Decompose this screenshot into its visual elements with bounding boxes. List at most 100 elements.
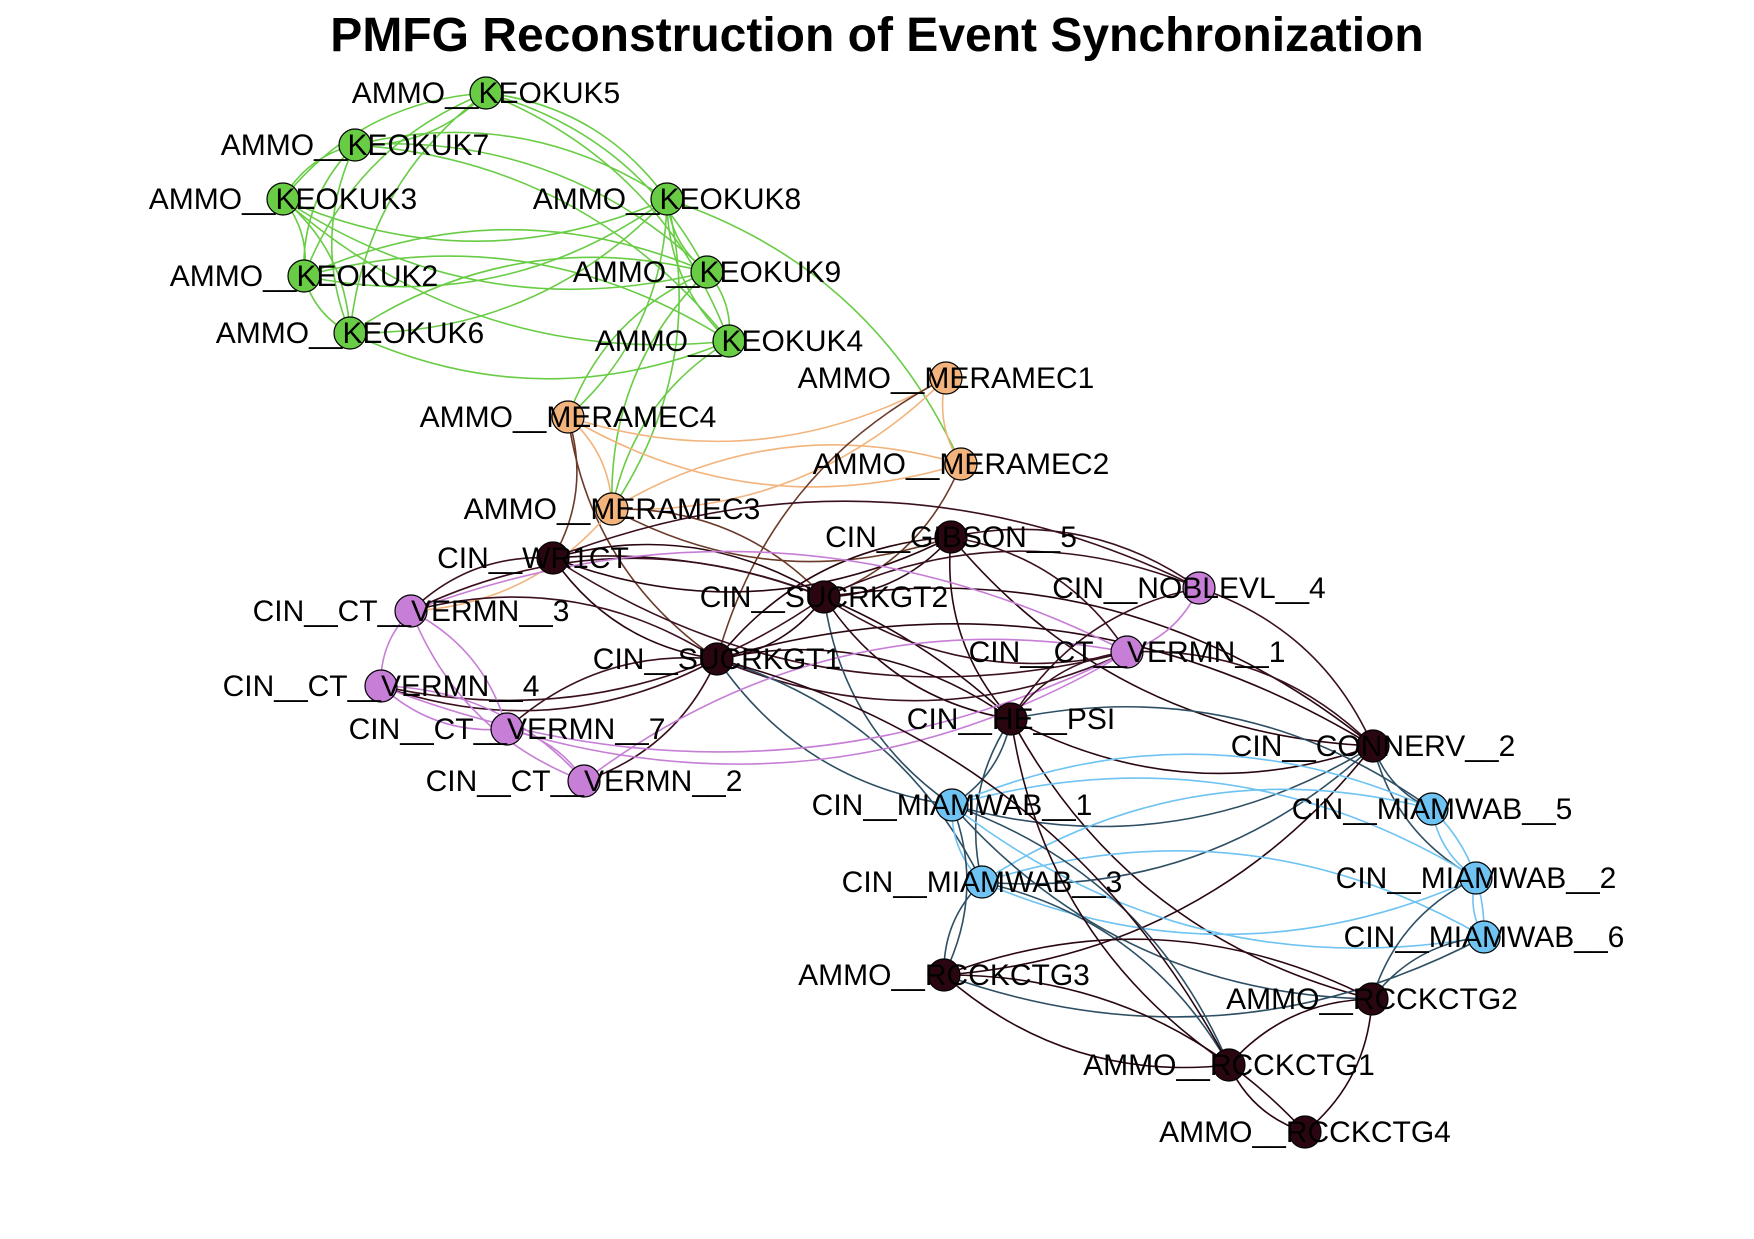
node-label-keokuk4: AMMO__KEOKUK4 bbox=[595, 325, 863, 358]
node-vermn7[interactable] bbox=[490, 712, 524, 746]
node-connerv2[interactable] bbox=[1356, 729, 1390, 763]
node-label-sucrkgt2: CIN__SUCRKGT2 bbox=[700, 581, 948, 614]
nodes-layer bbox=[266, 76, 1501, 1149]
node-keokuk5[interactable] bbox=[469, 76, 503, 110]
edge-meramec4-meramec2 bbox=[567, 416, 962, 488]
edge-he_psi-rcckctg1 bbox=[1010, 718, 1230, 1066]
edge-vermn4-vermn2 bbox=[380, 685, 585, 782]
node-label-vermn7: CIN__CT__VERMN__7 bbox=[349, 713, 666, 746]
edge-rcckctg2-rcckctg4 bbox=[1304, 998, 1373, 1133]
node-label-keokuk7: AMMO__KEOKUK7 bbox=[221, 129, 489, 162]
node-label-miamwab3: CIN__MIAMWAB__3 bbox=[842, 866, 1123, 899]
edge-miamwab1-miamwab5 bbox=[951, 753, 1433, 810]
edge-meramec1-meramec4 bbox=[567, 377, 947, 443]
edge-vermn3-vermn7 bbox=[410, 610, 508, 730]
edge-keokuk5-keokuk9 bbox=[485, 92, 708, 273]
edge-gibson5-vermn1 bbox=[950, 536, 1128, 653]
node-sucrkgt2[interactable] bbox=[807, 580, 841, 614]
node-rcckctg2[interactable] bbox=[1355, 982, 1389, 1016]
edge-keokuk8-meramec4 bbox=[567, 198, 668, 418]
node-wr1ct[interactable] bbox=[536, 541, 570, 575]
edge-vermn4-vermn1 bbox=[380, 651, 1128, 753]
node-vermn2[interactable] bbox=[567, 764, 601, 798]
edge-gibson5-sucrkgt2 bbox=[823, 536, 952, 598]
node-keokuk6[interactable] bbox=[333, 316, 367, 350]
node-meramec4[interactable] bbox=[551, 400, 585, 434]
node-sucrkgt1[interactable] bbox=[700, 642, 734, 676]
node-vermn4[interactable] bbox=[364, 669, 398, 703]
node-rcckctg3[interactable] bbox=[927, 958, 961, 992]
edge-gibson5-sucrkgt1 bbox=[716, 536, 952, 660]
edge-miamwab1-rcckctg1 bbox=[951, 804, 1230, 1066]
edge-miamwab1-miamwab6 bbox=[951, 804, 1485, 949]
node-meramec3[interactable] bbox=[595, 492, 629, 526]
edge-meramec1-sucrkgt1 bbox=[716, 377, 947, 660]
node-keokuk9[interactable] bbox=[690, 255, 724, 289]
edge-rcckctg3-rcckctg1 bbox=[943, 974, 1230, 1069]
edge-keokuk2-keokuk9 bbox=[303, 228, 708, 277]
node-label-miamwab2: CIN__MIAMWAB__2 bbox=[1336, 862, 1617, 895]
edge-keokuk2-keokuk4 bbox=[303, 255, 730, 342]
node-vermn3[interactable] bbox=[394, 594, 428, 628]
edge-keokuk9-meramec4 bbox=[567, 271, 708, 418]
node-label-wr1ct: CIN__WR1CT bbox=[437, 542, 629, 575]
node-label-keokuk9: AMMO__KEOKUK9 bbox=[573, 256, 841, 289]
node-miamwab1[interactable] bbox=[935, 788, 969, 822]
node-label-meramec1: AMMO__MERAMEC1 bbox=[798, 362, 1095, 395]
node-label-noblevl4: CIN__NOBLEVL__4 bbox=[1052, 572, 1326, 605]
node-label-miamwab1: CIN__MIAMWAB__1 bbox=[812, 789, 1093, 822]
edge-meramec2-meramec3 bbox=[611, 444, 962, 510]
edge-meramec1-meramec3 bbox=[611, 377, 947, 511]
edge-sucrkgt2-vermn1 bbox=[823, 596, 1128, 665]
edge-keokuk6-keokuk4 bbox=[349, 332, 730, 380]
node-label-rcckctg1: AMMO__RCCKCTG1 bbox=[1083, 1049, 1375, 1082]
node-keokuk3[interactable] bbox=[266, 182, 300, 216]
node-noblevl4[interactable] bbox=[1182, 571, 1216, 605]
edge-meramec3-gibson5 bbox=[611, 508, 952, 563]
edge-gibson5-he_psi bbox=[948, 536, 1012, 720]
edge-meramec4-sucrkgt1 bbox=[567, 416, 718, 660]
edge-miamwab3-miamwab5 bbox=[981, 788, 1433, 883]
edge-keokuk7-keokuk9 bbox=[354, 142, 708, 273]
node-keokuk8[interactable] bbox=[650, 182, 684, 216]
diagram-title: PMFG Reconstruction of Event Synchroniza… bbox=[330, 9, 1424, 62]
edge-he_psi-rcckctg2 bbox=[1010, 718, 1373, 1000]
node-keokuk2[interactable] bbox=[287, 259, 321, 293]
node-he_psi[interactable] bbox=[994, 702, 1028, 736]
node-label-connerv2: CIN__CONNERV__2 bbox=[1231, 730, 1516, 763]
node-miamwab5[interactable] bbox=[1415, 792, 1449, 826]
node-miamwab3[interactable] bbox=[965, 865, 999, 899]
edge-keokuk7-keokuk8 bbox=[354, 131, 668, 200]
edge-sucrkgt2-miamwab1 bbox=[823, 596, 953, 806]
edge-sucrkgt1-vermn3 bbox=[410, 596, 718, 660]
node-label-rcckctg4: AMMO__RCCKCTG4 bbox=[1159, 1116, 1451, 1149]
edge-keokuk4-meramec3 bbox=[611, 340, 730, 510]
node-label-vermn4: CIN__CT__VERMN__4 bbox=[223, 670, 540, 703]
edge-wr1ct-vermn1 bbox=[552, 557, 1128, 678]
edge-miamwab1-miamwab2 bbox=[951, 777, 1477, 879]
edge-noblevl4-connerv2 bbox=[1198, 587, 1374, 747]
edge-keokuk5-keokuk2 bbox=[303, 92, 487, 277]
edge-miamwab1-rcckctg3 bbox=[943, 804, 968, 976]
node-vermn1[interactable] bbox=[1110, 635, 1144, 669]
node-meramec2[interactable] bbox=[944, 447, 978, 481]
node-label-vermn2: CIN__CT__VERMN__2 bbox=[426, 765, 743, 798]
edge-sucrkgt2-he_psi bbox=[823, 596, 1012, 720]
edge-keokuk8-meramec3 bbox=[611, 198, 680, 510]
node-miamwab6[interactable] bbox=[1467, 920, 1501, 954]
node-miamwab2[interactable] bbox=[1459, 861, 1493, 895]
edge-wr1ct-noblevl4 bbox=[552, 500, 1200, 589]
edge-meramec3-sucrkgt2 bbox=[611, 508, 825, 598]
node-gibson5[interactable] bbox=[934, 520, 968, 554]
edge-miamwab6-rcckctg3 bbox=[943, 936, 1485, 1018]
edge-miamwab2-rcckctg2 bbox=[1371, 877, 1477, 1000]
node-label-sucrkgt1: CIN__SUCRKGT1 bbox=[593, 643, 841, 676]
node-meramec1[interactable] bbox=[929, 361, 963, 395]
node-rcckctg4[interactable] bbox=[1288, 1115, 1322, 1149]
node-label-miamwab6: CIN__MIAMWAB__6 bbox=[1344, 921, 1625, 954]
node-keokuk4[interactable] bbox=[712, 324, 746, 358]
node-keokuk7[interactable] bbox=[338, 128, 372, 162]
node-rcckctg1[interactable] bbox=[1212, 1048, 1246, 1082]
